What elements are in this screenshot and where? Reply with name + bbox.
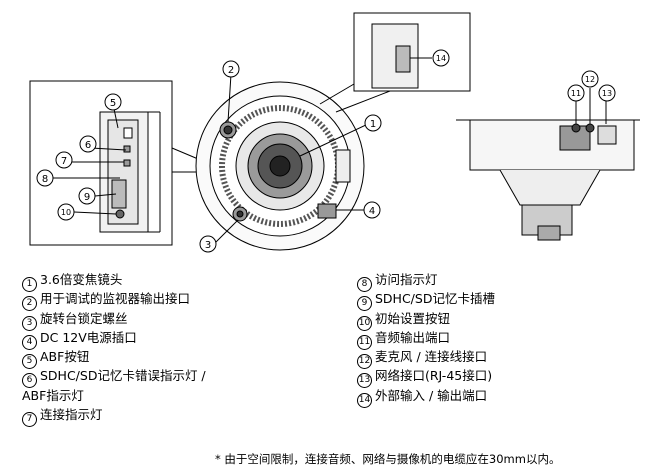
svg-text:14: 14	[436, 54, 446, 63]
callout-11: 11	[567, 84, 585, 102]
callout-8: 8	[36, 169, 54, 187]
legend-text: 网络接口(RJ-45接口)	[375, 368, 493, 384]
callout-12: 12	[581, 70, 599, 88]
svg-text:11: 11	[571, 89, 581, 98]
callout-4: 4	[363, 201, 381, 219]
legend-text: 连接指示灯	[40, 407, 103, 423]
svg-text:8: 8	[42, 174, 48, 185]
legend-text: DC 12V电源插口	[40, 329, 137, 345]
legend-number: 7	[22, 412, 37, 428]
legend-number: 13	[357, 373, 372, 389]
legend-text: 麦克风 / 连接线接口	[375, 349, 488, 365]
legend-number: 11	[357, 334, 372, 350]
legend-number: 8	[357, 277, 372, 292]
svg-text:2: 2	[228, 65, 234, 76]
svg-text:4: 4	[369, 206, 375, 217]
callout-5: 5	[104, 93, 122, 111]
callout-1: 1	[364, 114, 382, 132]
callout-2: 2	[222, 60, 240, 78]
legend-text: 用于调试的监视器输出接口	[40, 291, 191, 307]
legend-text: 访问指示灯	[375, 272, 438, 287]
legend-number: 6	[22, 373, 37, 389]
legend-number: 5	[22, 354, 37, 370]
callout-9: 9	[78, 187, 96, 205]
callout-13: 13	[598, 84, 616, 102]
legend-number: 12	[357, 354, 372, 370]
svg-text:13: 13	[602, 89, 612, 98]
legend-text: SDHC/SD记忆卡错误指示灯 /	[40, 368, 206, 384]
svg-text:7: 7	[61, 156, 67, 167]
callout-7: 7	[55, 151, 73, 169]
legend-number: 9	[357, 296, 372, 312]
legend-text: ABF指示灯	[22, 387, 84, 403]
legend-text: ABF按钮	[40, 349, 90, 365]
footnote: * 由于空间限制，连接音频、网络与摄像机的电缆应在30mm以内。	[215, 452, 561, 466]
callout-14: 14	[432, 49, 450, 67]
legend-text: SDHC/SD记忆卡插槽	[375, 291, 495, 307]
legend-text: 初始设置按钮	[375, 310, 451, 326]
callout-6: 6	[79, 135, 97, 153]
svg-text:10: 10	[61, 208, 71, 217]
svg-text:1: 1	[370, 119, 376, 130]
svg-text:12: 12	[585, 75, 595, 84]
svg-text:5: 5	[110, 98, 116, 109]
legend-number: 14	[357, 392, 372, 408]
callout-3: 3	[199, 235, 217, 253]
legend-number: 4	[22, 334, 37, 350]
legend-number: 1	[22, 277, 37, 292]
legend-text: 3.6倍变焦镜头	[40, 272, 123, 287]
legend-item-continuation: ABF指示灯	[22, 386, 206, 405]
legend-text: 外部输入 / 输出端口	[375, 387, 488, 403]
legend-number: 3	[22, 315, 37, 331]
camera-diagram: 1 2 3 4 5 6 7 8	[29, 12, 640, 253]
svg-text:6: 6	[85, 140, 91, 151]
legend-text: 旋转台锁定螺丝	[40, 310, 128, 326]
svg-text:9: 9	[84, 192, 90, 203]
legend-text: 音频输出端口	[375, 329, 451, 345]
legend-number: 10	[357, 315, 372, 331]
svg-text:3: 3	[205, 240, 211, 251]
callout-10: 10	[57, 203, 75, 221]
legend-number: 2	[22, 296, 37, 312]
